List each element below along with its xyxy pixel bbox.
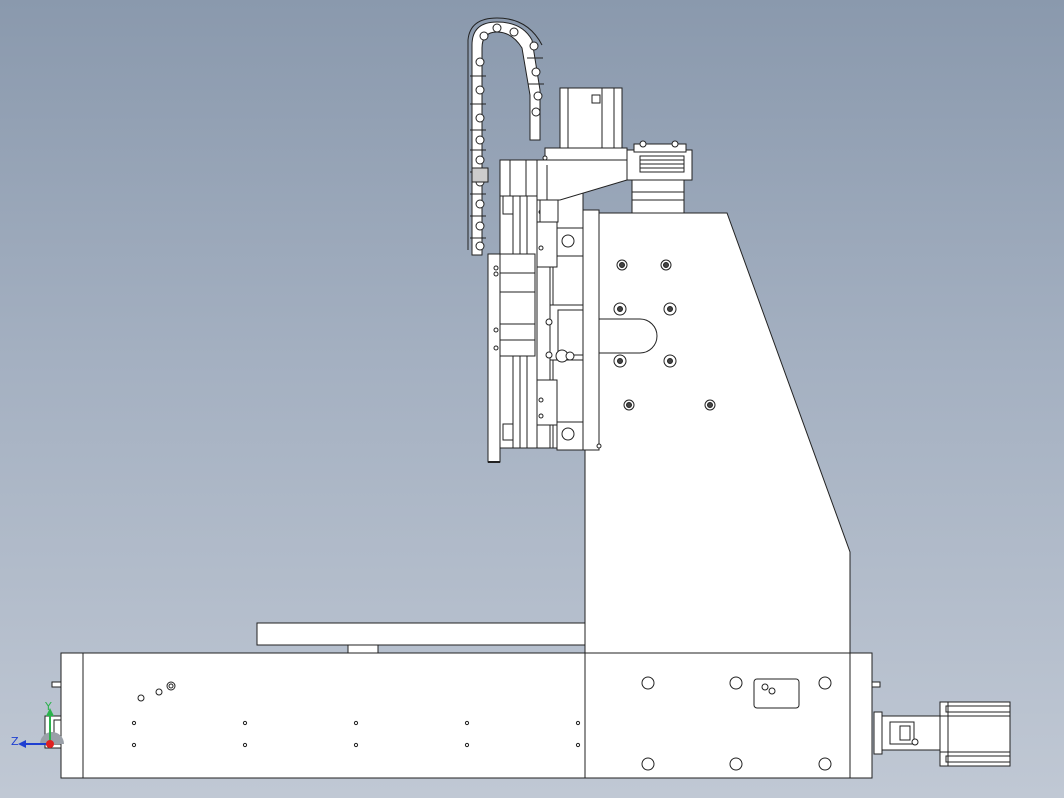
column-nameplate [753, 678, 800, 709]
z-carriage [487, 159, 602, 463]
triad-y-label: Y [45, 700, 52, 713]
z-back-plate [582, 209, 600, 451]
slide-spacer [347, 644, 379, 654]
base-drive-motor [873, 701, 1011, 767]
column-holes [613, 259, 832, 771]
triad-z-label: Z [11, 735, 19, 748]
motor-body [939, 701, 1011, 767]
axis-triad [18, 708, 64, 748]
column-slot [596, 318, 658, 354]
top-clamp [626, 140, 693, 214]
base-stub-right [871, 681, 881, 688]
cable-drag-chain [467, 17, 544, 256]
slide-top-plate [256, 622, 586, 646]
coupling [899, 725, 911, 741]
z-drive-motor [499, 87, 628, 223]
base-linear-module [44, 622, 881, 779]
base-body [82, 652, 586, 779]
z-tool-plate [487, 253, 501, 463]
coupling-housing [881, 715, 943, 751]
base-screw-holes [131, 681, 581, 748]
base-end-cap-right [849, 652, 873, 779]
column-frame [584, 212, 851, 779]
x-axis-dot [46, 740, 54, 748]
base-stub-left [51, 681, 62, 688]
column-plate [584, 212, 851, 779]
